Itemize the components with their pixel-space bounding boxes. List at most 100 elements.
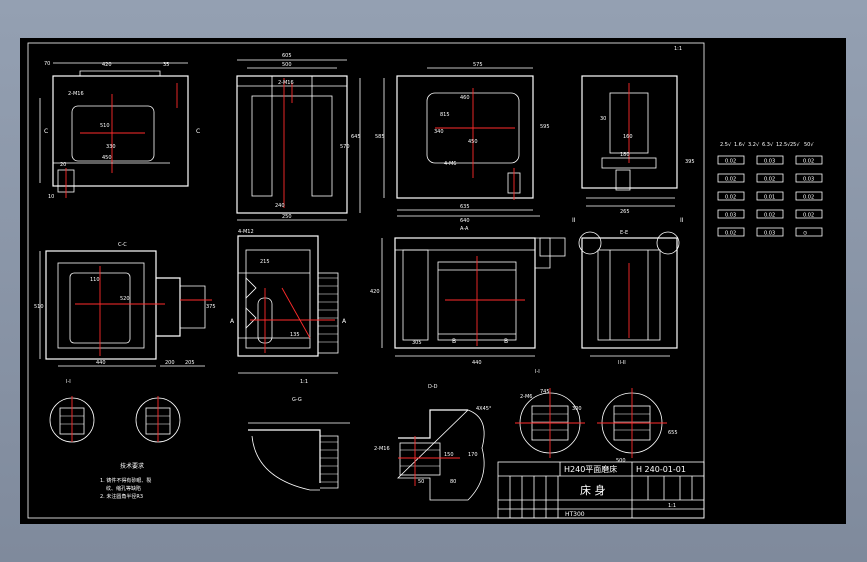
tolerance-frame: [717, 227, 745, 237]
dim-label: 340: [434, 129, 444, 135]
view-section-d-d: D-D 2-M16 150 170 50 80: [374, 384, 485, 501]
dim-label: 4-M12: [238, 229, 254, 235]
tolerance-value: 0.02: [725, 195, 736, 201]
tolerance-frame: [795, 155, 823, 165]
tolerance-value: 0.03: [803, 177, 814, 183]
view-label: G-G: [292, 397, 302, 403]
dim-label: 265: [620, 209, 630, 215]
roughness-symbol: 2.5√: [720, 142, 732, 148]
view-section-c-c: C-C 110 440 510 520 200 205 375: [34, 242, 216, 367]
section-marker: B: [452, 338, 456, 345]
dim-label: 605: [282, 53, 292, 59]
view-side-elevation: 575 460 815 340 450 595 585 635 640 4-M6: [375, 62, 550, 224]
dim-label: 570: [340, 144, 350, 150]
dim-label: 655: [668, 430, 678, 436]
tolerance-value: 0.03: [725, 213, 736, 219]
dim-label: 510: [34, 304, 44, 310]
tolerance-frame: [717, 155, 745, 165]
dim-label: 10: [48, 194, 54, 200]
tolerance-frame: [756, 173, 784, 183]
dim-label: 170: [468, 452, 478, 458]
tech-note-line: 纹、缩孔等缺陷: [106, 485, 141, 492]
roughness-symbol: 3.2√: [748, 142, 760, 148]
title-part-number: H 240-01-01: [636, 465, 686, 474]
dim-label: 2-M16: [374, 446, 390, 452]
section-marker: II: [680, 217, 684, 224]
dim-label: 160: [623, 134, 633, 140]
dim-label: 35: [163, 62, 169, 68]
dim-label: 645: [351, 134, 361, 140]
dim-label: 2-M6: [520, 394, 532, 400]
view-top-left-plan: 70 420 35 510 330 450 2-M16 20 10 C C: [39, 61, 200, 200]
dim-label: 330: [106, 144, 116, 150]
view-section-g-g: G-G: [248, 397, 350, 491]
tolerance-frame: [795, 227, 823, 237]
view-label: D-D: [428, 384, 438, 390]
view-right-elevation: 30 160 395 180 265 1:1: [581, 46, 695, 215]
dim-label: 305: [412, 340, 422, 346]
dim-label: 510: [100, 123, 110, 129]
tolerance-frame: [795, 191, 823, 201]
tech-notes: 技术要求 1. 铸件不得有砂眼、裂 纹、缩孔等缺陷 2. 未注圆角半径R3: [100, 462, 151, 500]
tolerance-value: 0.02: [764, 177, 775, 183]
title-scale: 1:1: [668, 503, 676, 509]
dim-label: 815: [440, 112, 450, 118]
dim-label: 460: [460, 95, 470, 101]
dim-label: 595: [540, 124, 550, 130]
dim-label: 30: [600, 116, 606, 122]
dim-label: 440: [96, 360, 106, 366]
roughness-symbol: 25√: [790, 142, 800, 148]
dim-label: 575: [473, 62, 483, 68]
dim-label: 20: [60, 162, 66, 168]
tolerance-frame: [756, 155, 784, 165]
tolerance-value: 0.01: [764, 195, 775, 201]
roughness-symbol: 1.6√: [734, 142, 746, 148]
section-marker: A: [342, 318, 347, 325]
view-label: A-A: [460, 226, 469, 232]
title-material: HT300: [565, 511, 585, 518]
section-marker: C: [196, 128, 200, 135]
view-detail-circles: I-I: [49, 379, 181, 443]
tolerance-value: 0.02: [725, 177, 736, 183]
tolerance-frame: [717, 191, 745, 201]
dim-label: 1:1: [300, 379, 308, 385]
dim-label: 300: [572, 406, 582, 412]
roughness-symbol: 50√: [804, 142, 814, 148]
tech-notes-heading: 技术要求: [120, 462, 144, 470]
tech-note-line: 2. 未注圆角半径R3: [100, 493, 143, 500]
view-round-details: I-I 300 4X45° 2-M6 500 745 655: [476, 369, 678, 464]
dim-label: 420: [102, 62, 112, 68]
dim-label: 205: [185, 360, 195, 366]
dim-label: 745: [540, 389, 550, 395]
dim-label: 1:1: [674, 46, 682, 52]
dim-label: 4X45°: [476, 406, 492, 412]
dim-label: 180: [620, 152, 630, 158]
dim-label: 250: [282, 214, 292, 220]
dim-label: 375: [206, 304, 216, 310]
tolerance-value: 0.02: [803, 159, 814, 165]
dim-label: 135: [290, 332, 300, 338]
view-front-elevation: 605 500 570 645 240 250 2-M16: [236, 53, 361, 221]
tolerance-frame: [756, 191, 784, 201]
dim-label: 420: [370, 289, 380, 295]
tolerance-frame: [756, 227, 784, 237]
tolerance-value: 0.02: [803, 213, 814, 219]
drawing-canvas: 70 420 35 510 330 450 2-M16 20 10 C C 60…: [27, 42, 823, 519]
dim-label: 440: [472, 360, 482, 366]
view-section-e-e: E-E II-II II II: [572, 217, 684, 366]
tolerance-value: 0.03: [764, 231, 775, 237]
dim-label: 215: [260, 259, 270, 265]
drawing-viewport[interactable]: 70 420 35 510 330 450 2-M16 20 10 C C 60…: [20, 38, 846, 524]
roughness-symbol: 6.3√: [762, 142, 774, 148]
view-label: I-I: [66, 379, 71, 385]
view-label: II-II: [618, 360, 626, 366]
dim-label: 4-M6: [444, 161, 456, 167]
dim-label: 640: [460, 218, 470, 224]
dim-label: 450: [102, 155, 112, 161]
dim-label: 110: [90, 277, 100, 283]
tolerance-frame: [795, 209, 823, 219]
tolerance-frame: [756, 209, 784, 219]
tolerance-value: 0.02: [725, 231, 736, 237]
tolerance-value: 0.02: [803, 195, 814, 201]
